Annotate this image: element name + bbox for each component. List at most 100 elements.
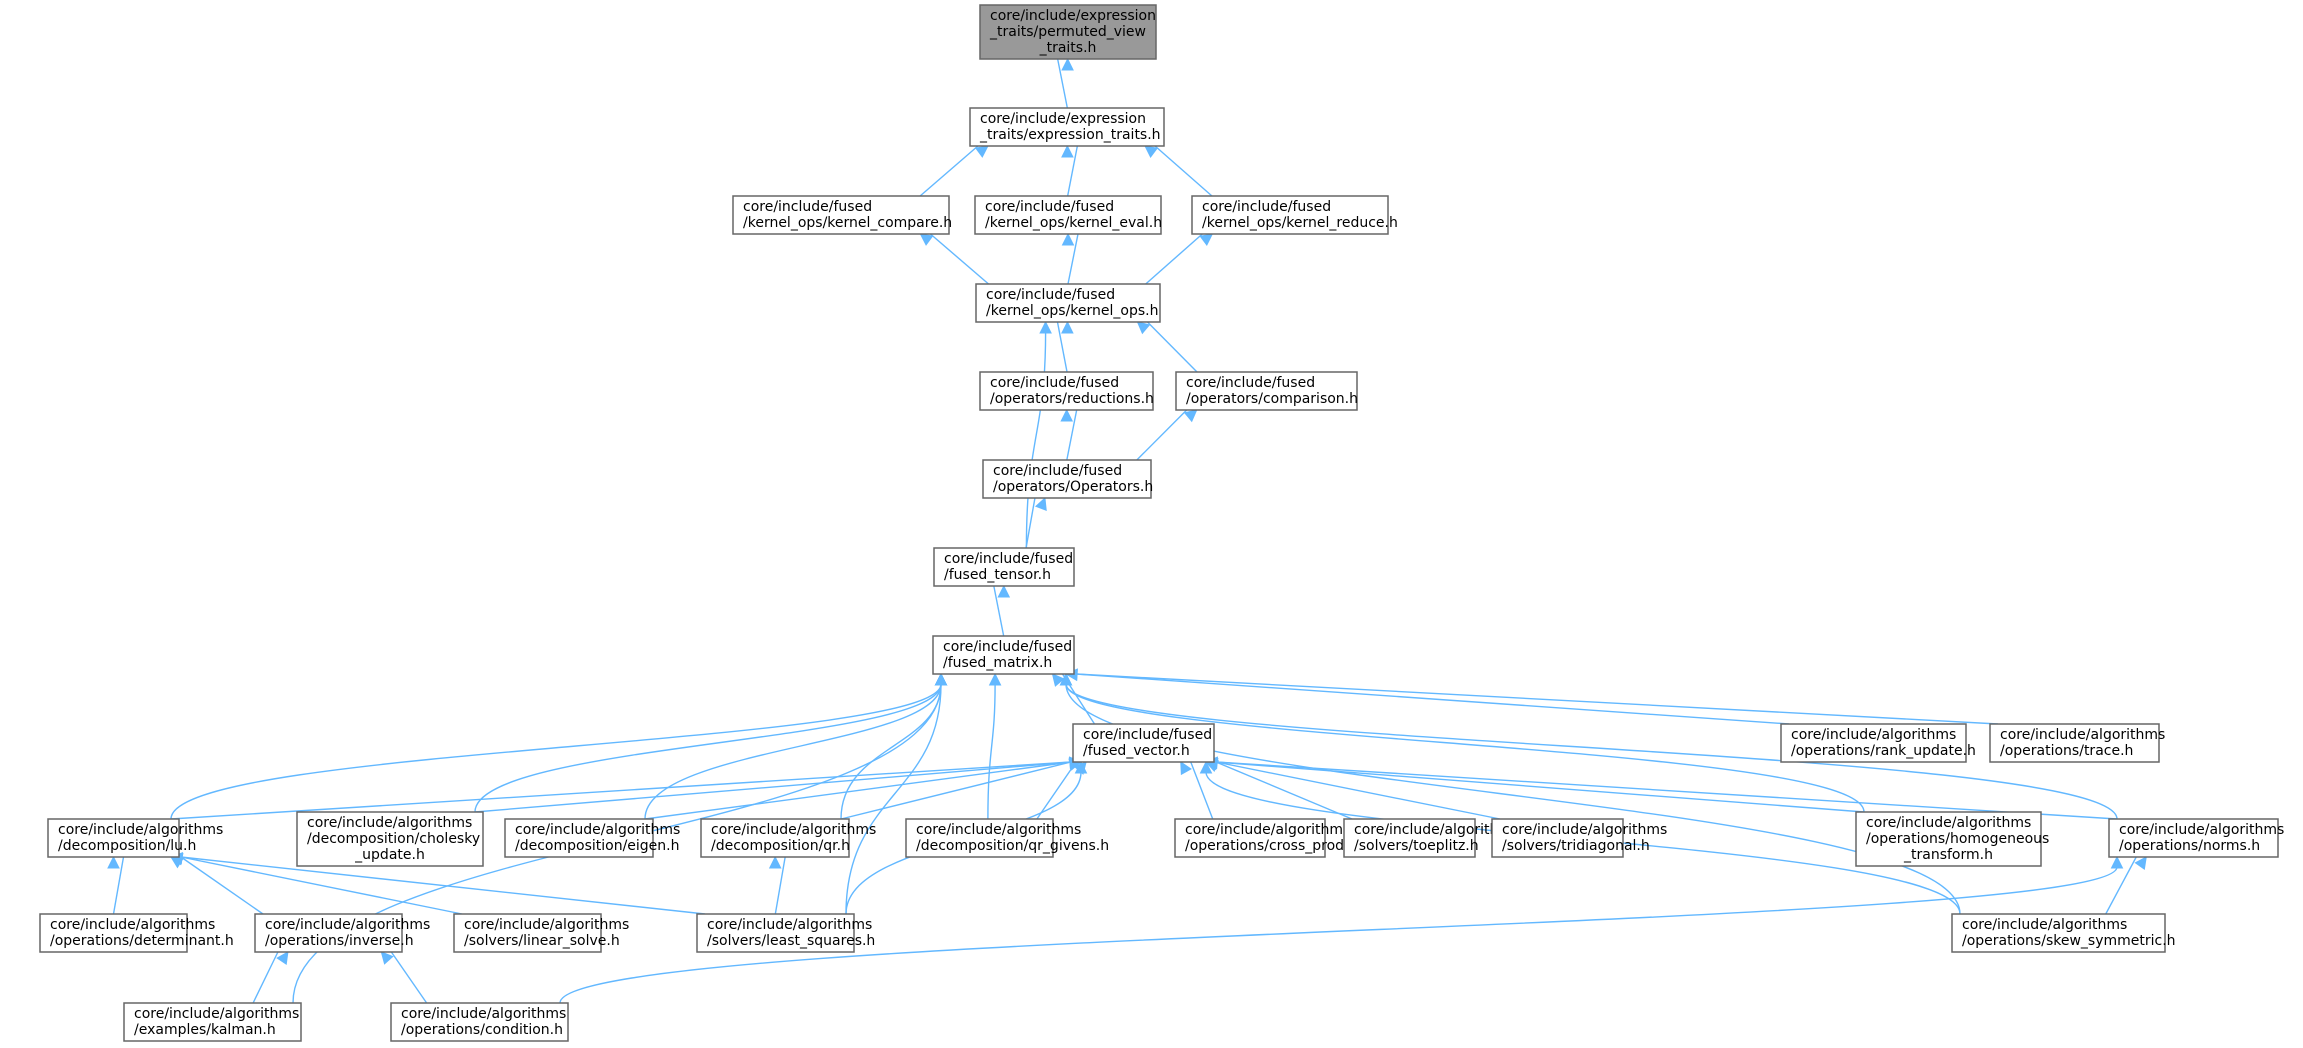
node-qr-givens[interactable]: core/include/algorithms/decomposition/qr… bbox=[905, 818, 1109, 858]
arrowhead-icon bbox=[107, 855, 120, 869]
node-label-line: core/include/algorithms bbox=[401, 1006, 566, 1022]
node-label-line: /operations/cross_product.h bbox=[1185, 838, 1379, 854]
node-label-line: /operations/inverse.h bbox=[265, 933, 414, 949]
arrowhead-icon bbox=[988, 672, 1002, 686]
node-box bbox=[123, 1002, 302, 1042]
edge-line bbox=[929, 233, 990, 285]
node-trace[interactable]: core/include/algorithms/operations/trace… bbox=[1989, 723, 2165, 763]
node-qr[interactable]: core/include/algorithms/decomposition/qr… bbox=[700, 818, 876, 858]
node-box bbox=[504, 818, 654, 858]
node-label-line: core/include/fused bbox=[743, 199, 872, 215]
edge-line bbox=[180, 856, 706, 915]
node-least-squares[interactable]: core/include/algorithms/solvers/least_sq… bbox=[696, 913, 875, 953]
node-box bbox=[39, 913, 188, 953]
node-label-line: core/include/algorithms bbox=[916, 822, 1081, 838]
edge-line bbox=[170, 761, 1072, 820]
node-label-line: /operations/homogeneous bbox=[1866, 831, 2049, 847]
node-kernel-reduce[interactable]: core/include/fused/kernel_ops/kernel_red… bbox=[1191, 195, 1398, 235]
edge-line bbox=[1075, 673, 1999, 725]
edge-kernel-ops-to-kernel-eval bbox=[1061, 232, 1079, 285]
edge-homogeneous-transform-to-fused-vector bbox=[1204, 756, 1865, 813]
node-eigen[interactable]: core/include/algorithms/decomposition/ei… bbox=[504, 818, 680, 858]
node-label-line: /fused_matrix.h bbox=[943, 655, 1052, 671]
node-label-line: core/include/algorithms bbox=[1866, 815, 2031, 831]
node-fused-tensor[interactable]: core/include/fused/fused_tensor.h bbox=[933, 547, 1075, 587]
node-label-line: /decomposition/eigen.h bbox=[515, 838, 680, 854]
node-box bbox=[969, 107, 1165, 147]
edge-line bbox=[919, 145, 979, 197]
edge-line bbox=[1065, 683, 2118, 820]
node-kernel-compare[interactable]: core/include/fused/kernel_ops/kernel_com… bbox=[732, 195, 952, 235]
edge-line bbox=[1066, 409, 1078, 461]
node-label-line: /decomposition/cholesky bbox=[307, 831, 480, 847]
node-box bbox=[732, 195, 950, 235]
edge-kernel-eval-to-expression-traits bbox=[1061, 144, 1079, 197]
node-toeplitz[interactable]: core/include/algorithms/solvers/toeplitz… bbox=[1343, 818, 1519, 858]
node-label-line: core/include/fused bbox=[1083, 727, 1212, 743]
node-cholesky-update[interactable]: core/include/algorithms/decomposition/ch… bbox=[296, 811, 484, 867]
edge-qr-to-fused-vector bbox=[840, 758, 1083, 820]
node-label-line: core/include/algorithms bbox=[1185, 822, 1350, 838]
node-box bbox=[2108, 818, 2279, 858]
node-inverse[interactable]: core/include/algorithms/operations/inver… bbox=[254, 913, 430, 953]
node-box bbox=[974, 195, 1162, 235]
node-linear-solve[interactable]: core/include/algorithms/solvers/linear_s… bbox=[453, 913, 629, 953]
edge-kernel-compare-to-expression-traits bbox=[919, 145, 989, 197]
arrowhead-icon bbox=[1061, 320, 1074, 334]
node-label-line: /fused_vector.h bbox=[1083, 743, 1190, 759]
edge-line bbox=[390, 951, 428, 1004]
edge-lu-to-fused-matrix bbox=[170, 672, 948, 820]
node-permuted-view-traits[interactable]: core/include/expression_traits/permuted_… bbox=[979, 4, 1157, 60]
node-label-line: core/include/fused bbox=[943, 639, 1072, 655]
arrowhead-icon bbox=[1144, 145, 1159, 158]
edge-line bbox=[644, 683, 942, 820]
node-box bbox=[975, 283, 1161, 323]
node-label-line: /operations/rank_update.h bbox=[1791, 743, 1976, 759]
arrowhead-icon bbox=[1199, 233, 1214, 246]
edge-line bbox=[1215, 761, 1501, 820]
edge-skew-symmetric-to-norms bbox=[2105, 856, 2147, 915]
node-norms[interactable]: core/include/algorithms/operations/norms… bbox=[2108, 818, 2284, 858]
node-label-line: _update.h bbox=[354, 847, 425, 863]
edge-line bbox=[1056, 58, 1069, 109]
node-label-line: /solvers/linear_solve.h bbox=[464, 933, 620, 949]
arrowhead-icon bbox=[1051, 673, 1065, 687]
node-label-line: core/include/algorithms bbox=[1791, 727, 1956, 743]
edge-line bbox=[180, 856, 463, 915]
node-box bbox=[982, 459, 1152, 499]
node-kernel-eval[interactable]: core/include/fused/kernel_ops/kernel_eva… bbox=[974, 195, 1162, 235]
node-rank-update[interactable]: core/include/algorithms/operations/rank_… bbox=[1780, 723, 1976, 763]
edge-line bbox=[474, 683, 942, 813]
edge-line bbox=[1036, 761, 1077, 820]
node-tridiagonal[interactable]: core/include/algorithms/solvers/tridiago… bbox=[1491, 818, 1667, 858]
node-box bbox=[1191, 195, 1389, 235]
node-comparison[interactable]: core/include/fused/operators/comparison.… bbox=[1175, 371, 1358, 411]
node-label-line: core/include/fused bbox=[1202, 199, 1331, 215]
node-expression-traits[interactable]: core/include/expression_traits/expressio… bbox=[969, 107, 1165, 147]
node-operators[interactable]: core/include/fused/operators/Operators.h bbox=[982, 459, 1153, 499]
node-box bbox=[1343, 818, 1476, 858]
node-lu[interactable]: core/include/algorithms/decomposition/lu… bbox=[47, 818, 223, 858]
node-label-line: /kernel_ops/kernel_ops.h bbox=[986, 303, 1158, 319]
node-cross-product[interactable]: core/include/algorithms/operations/cross… bbox=[1174, 818, 1379, 858]
node-reductions[interactable]: core/include/fused/operators/reductions.… bbox=[979, 371, 1154, 411]
node-homogeneous-transform[interactable]: core/include/algorithms/operations/homog… bbox=[1855, 811, 2049, 867]
node-kernel-ops[interactable]: core/include/fused/kernel_ops/kernel_ops… bbox=[975, 283, 1161, 323]
node-label-line: /solvers/least_squares.h bbox=[707, 933, 875, 949]
edge-line bbox=[845, 683, 942, 915]
node-skew-symmetric[interactable]: core/include/algorithms/operations/skew_… bbox=[1951, 913, 2176, 953]
edge-line bbox=[840, 761, 1072, 820]
node-determinant[interactable]: core/include/algorithms/operations/deter… bbox=[39, 913, 234, 953]
node-label-line: core/include/fused bbox=[993, 463, 1122, 479]
edge-line bbox=[1145, 233, 1203, 285]
node-label-line: /decomposition/qr.h bbox=[711, 838, 850, 854]
arrowhead-icon bbox=[1059, 672, 1073, 686]
edge-determinant-to-lu bbox=[107, 855, 125, 915]
node-fused-matrix[interactable]: core/include/fused/fused_matrix.h bbox=[932, 635, 1075, 675]
node-kalman[interactable]: core/include/algorithms/examples/kalman.… bbox=[123, 1002, 302, 1042]
node-label-line: /decomposition/lu.h bbox=[58, 838, 196, 854]
node-label-line: /operations/trace.h bbox=[2000, 743, 2133, 759]
edge-line bbox=[112, 856, 125, 915]
node-condition[interactable]: core/include/algorithms/operations/condi… bbox=[390, 1002, 569, 1042]
node-fused-vector[interactable]: core/include/fused/fused_vector.h bbox=[1072, 723, 1215, 763]
